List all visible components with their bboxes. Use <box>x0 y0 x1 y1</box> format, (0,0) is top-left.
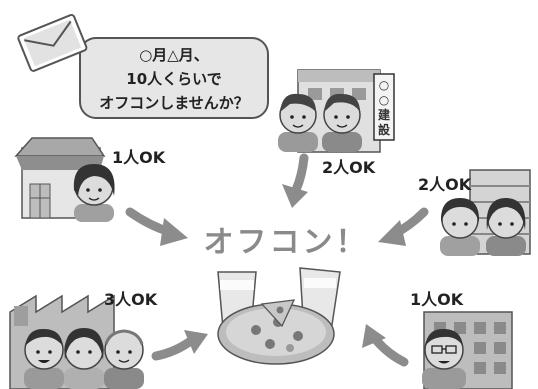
arrow-icon <box>125 207 188 246</box>
invitation-bubble: ○月△月、 10人くらいで オフコンしませんか？ <box>79 37 269 119</box>
invitation-line-2: 10人くらいで <box>126 70 221 88</box>
company-sign: ○ ○ 建 設 <box>373 73 395 141</box>
arrow-icon <box>378 207 429 246</box>
factory-person-3 <box>104 329 144 389</box>
apartment-count: 2人OK <box>418 175 472 194</box>
arrow-icon <box>151 330 208 361</box>
factory-count: 3人OK <box>104 290 158 309</box>
factory-person-2 <box>64 328 104 389</box>
construction-person-2 <box>322 93 362 152</box>
apartment-person-2 <box>486 198 526 256</box>
invitation-line-1: ○月△月、 <box>139 46 209 64</box>
house-person <box>73 164 115 222</box>
factory-person-1 <box>24 328 64 389</box>
arrow-icon <box>282 153 309 208</box>
sign-char-3: 建 <box>377 107 391 122</box>
sign-char-2: ○ <box>379 93 389 107</box>
construction-company: ○ ○ 建 設 <box>278 69 395 153</box>
invitation-line-3: オフコンしませんか？ <box>99 94 249 112</box>
sign-char-4: 設 <box>378 122 391 137</box>
office-count: 1人OK <box>410 290 464 309</box>
house-count: 1人OK <box>112 148 166 167</box>
construction-person-1 <box>278 93 318 152</box>
office-person <box>422 328 466 389</box>
construction-count: 2人OK <box>322 158 376 177</box>
apartment-person-1 <box>440 198 480 256</box>
pizza-icon <box>217 299 335 365</box>
center-title: オフコン！ <box>204 225 369 260</box>
envelope-icon <box>17 13 88 72</box>
arrow-icon <box>362 324 409 367</box>
sign-char-1: ○ <box>379 78 389 92</box>
